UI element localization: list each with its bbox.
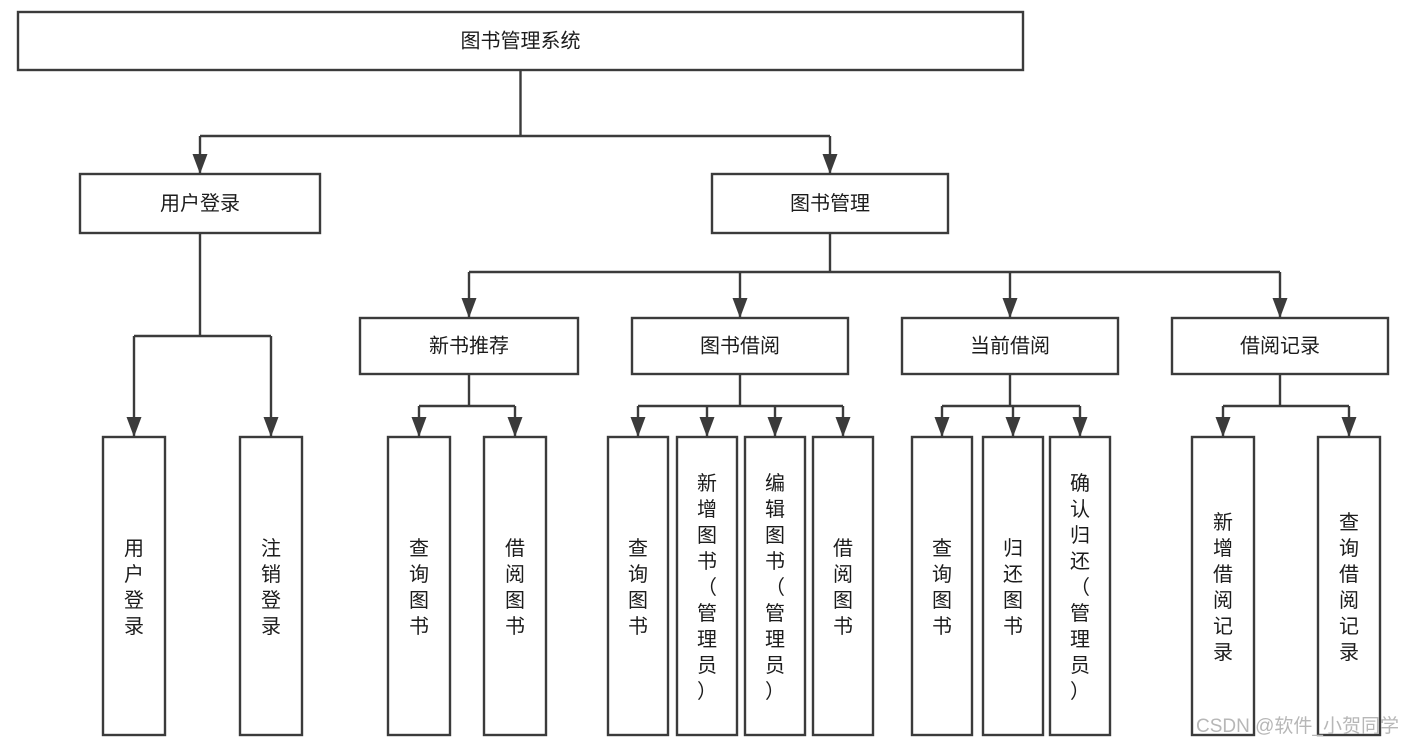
node-leaf-user-login[interactable]: 用户登录 xyxy=(101,435,167,737)
node-label-leaf-return-book: 归还图书 xyxy=(1003,537,1023,638)
connector-arrowhead xyxy=(1215,417,1231,437)
node-box-leaf-borrow-book-1[interactable] xyxy=(482,435,548,737)
connector-arrowhead xyxy=(835,417,851,437)
node-box-leaf-add-book[interactable] xyxy=(675,435,739,737)
connector-lines-layer xyxy=(126,70,1357,437)
node-label-leaf-confirm-return: 确认归还（管理员） xyxy=(1070,472,1090,703)
node-box-leaf-query-book-3[interactable] xyxy=(910,435,974,737)
node-label-leaf-query-book-1: 查询图书 xyxy=(409,537,429,638)
node-box-root[interactable] xyxy=(16,10,1025,72)
node-box-leaf-user-login[interactable] xyxy=(101,435,167,737)
node-box-book-borrow[interactable] xyxy=(630,316,850,376)
node-user-login[interactable]: 用户登录 xyxy=(78,172,322,235)
node-leaf-query-book-3[interactable]: 查询图书 xyxy=(910,435,974,737)
node-new-book-recommend[interactable]: 新书推荐 xyxy=(358,316,580,376)
node-label-leaf-borrow-book-1: 借阅图书 xyxy=(505,537,525,638)
connector-arrowhead xyxy=(767,417,783,437)
node-box-new-book-recommend[interactable] xyxy=(358,316,580,376)
node-box-leaf-return-book[interactable] xyxy=(981,435,1045,737)
node-leaf-query-book-1[interactable]: 查询图书 xyxy=(386,435,452,737)
node-leaf-borrow-book-1[interactable]: 借阅图书 xyxy=(482,435,548,737)
node-box-leaf-query-record[interactable] xyxy=(1316,435,1382,737)
node-borrow-record[interactable]: 借阅记录 xyxy=(1170,316,1390,376)
node-box-borrow-record[interactable] xyxy=(1170,316,1390,376)
node-label-leaf-add-book: 新增图书（管理员） xyxy=(697,472,717,703)
node-root[interactable]: 图书管理系统 xyxy=(16,10,1025,72)
connector-arrowhead xyxy=(1072,417,1088,437)
connector-arrowhead xyxy=(1002,298,1018,318)
connector-arrowhead xyxy=(126,417,142,437)
node-box-leaf-query-book-2[interactable] xyxy=(606,435,670,737)
node-leaf-return-book[interactable]: 归还图书 xyxy=(981,435,1045,737)
node-label-borrow-record: 借阅记录 xyxy=(1240,334,1320,357)
connector-arrowhead xyxy=(411,417,427,437)
node-leaf-query-book-2[interactable]: 查询图书 xyxy=(606,435,670,737)
connector-arrowhead xyxy=(699,417,715,437)
connector-arrowhead xyxy=(822,154,838,174)
node-leaf-add-record[interactable]: 新增借阅记录 xyxy=(1190,435,1256,737)
node-box-leaf-edit-book[interactable] xyxy=(743,435,807,737)
node-label-leaf-query-record: 查询借阅记录 xyxy=(1339,511,1359,664)
connector-arrowhead xyxy=(263,417,279,437)
connector-arrowhead xyxy=(630,417,646,437)
node-label-book-manage: 图书管理 xyxy=(790,192,870,215)
node-label-leaf-edit-book: 编辑图书（管理员） xyxy=(765,472,785,703)
node-leaf-user-logout[interactable]: 注销登录 xyxy=(238,435,304,737)
node-label-book-borrow: 图书借阅 xyxy=(700,334,780,357)
node-label-leaf-user-logout: 注销登录 xyxy=(261,537,281,638)
connector-arrowhead xyxy=(934,417,950,437)
node-book-manage[interactable]: 图书管理 xyxy=(710,172,950,235)
node-leaf-borrow-book-2[interactable]: 借阅图书 xyxy=(811,435,875,737)
node-label-current-borrow: 当前借阅 xyxy=(970,334,1050,357)
node-label-leaf-query-book-2: 查询图书 xyxy=(628,537,648,638)
node-label-leaf-add-record: 新增借阅记录 xyxy=(1213,511,1233,664)
connector-arrowhead xyxy=(461,298,477,318)
node-box-user-login[interactable] xyxy=(78,172,322,235)
node-leaf-query-record[interactable]: 查询借阅记录 xyxy=(1316,435,1382,737)
node-box-leaf-confirm-return[interactable] xyxy=(1048,435,1112,737)
connector-arrowhead xyxy=(1341,417,1357,437)
node-label-new-book-recommend: 新书推荐 xyxy=(429,334,509,357)
node-box-leaf-query-book-1[interactable] xyxy=(386,435,452,737)
node-box-current-borrow[interactable] xyxy=(900,316,1120,376)
node-leaf-add-book[interactable]: 新增图书（管理员） xyxy=(675,435,739,737)
node-box-book-manage[interactable] xyxy=(710,172,950,235)
node-label-leaf-query-book-3: 查询图书 xyxy=(932,537,952,638)
node-label-leaf-user-login: 用户登录 xyxy=(124,538,144,638)
node-leaf-confirm-return[interactable]: 确认归还（管理员） xyxy=(1048,435,1112,737)
connector-arrowhead xyxy=(1005,417,1021,437)
node-label-user-login: 用户登录 xyxy=(160,192,240,215)
connector-arrowhead xyxy=(1272,298,1288,318)
node-label-leaf-borrow-book-2: 借阅图书 xyxy=(833,537,853,638)
connector-arrowhead xyxy=(732,298,748,318)
csdn-watermark: CSDN @软件_小贺同学 xyxy=(1196,715,1399,737)
node-leaf-edit-book[interactable]: 编辑图书（管理员） xyxy=(743,435,807,737)
node-current-borrow[interactable]: 当前借阅 xyxy=(900,316,1120,376)
node-boxes-layer: 图书管理系统用户登录图书管理新书推荐图书借阅当前借阅借阅记录用户登录注销登录查询… xyxy=(16,10,1390,737)
connector-arrowhead xyxy=(507,417,523,437)
connector-arrowhead xyxy=(192,154,208,174)
node-label-root: 图书管理系统 xyxy=(461,29,581,52)
node-book-borrow[interactable]: 图书借阅 xyxy=(630,316,850,376)
node-box-leaf-borrow-book-2[interactable] xyxy=(811,435,875,737)
node-box-leaf-add-record[interactable] xyxy=(1190,435,1256,737)
node-box-leaf-user-logout[interactable] xyxy=(238,435,304,737)
